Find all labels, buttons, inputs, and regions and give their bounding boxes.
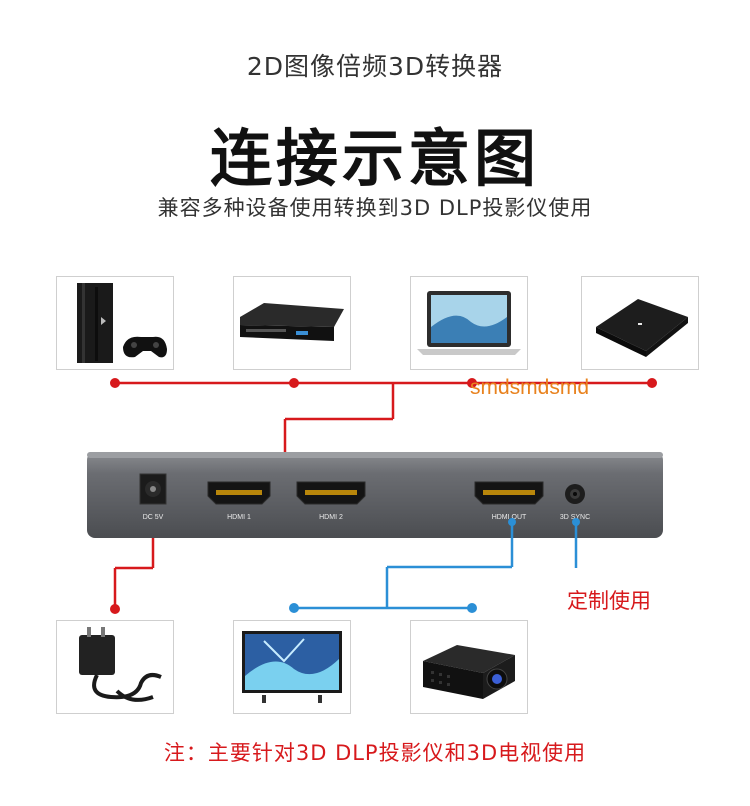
tv-icon — [242, 631, 342, 703]
custom-use-label: 定制使用 — [567, 589, 651, 613]
port-label-dc: DC 5V — [142, 514, 164, 521]
power-adapter-box — [56, 620, 174, 714]
port-label-3d-sync: 3D SYNC — [559, 514, 591, 521]
laptop-box — [410, 276, 528, 370]
laptop-icon — [417, 291, 521, 355]
subtitle: 2D图像倍频3D转换器 — [246, 52, 504, 81]
dvd-player-box — [233, 276, 351, 370]
port-label-hdmi1: HDMI 1 — [227, 514, 251, 521]
tagline: 兼容多种设备使用转换到3D DLP投影仪使用 — [157, 196, 593, 220]
tv-box — [233, 620, 351, 714]
power-adapter-icon — [79, 627, 162, 702]
game-console-icon — [77, 283, 167, 363]
watermark-text: smdsmdsmd — [470, 376, 590, 399]
converter-panel — [87, 452, 663, 538]
dvd-player-icon — [240, 303, 344, 341]
converter-device: DC 5V HDMI 1 HDMI 2 HDMI OUT 3D SYNC — [87, 452, 663, 538]
projector-box — [410, 620, 528, 714]
projector-icon — [423, 645, 515, 699]
port-label-hdmi-out: HDMI OUT — [491, 514, 527, 521]
set-top-box-icon — [596, 299, 688, 357]
game-console-box — [56, 276, 174, 370]
footer-note: 注：主要针对3D DLP投影仪和3D电视使用 — [163, 741, 587, 765]
page-title: 连接示意图 — [209, 122, 540, 195]
port-label-hdmi2: HDMI 2 — [319, 514, 343, 521]
tv-box-device-box — [581, 276, 699, 370]
